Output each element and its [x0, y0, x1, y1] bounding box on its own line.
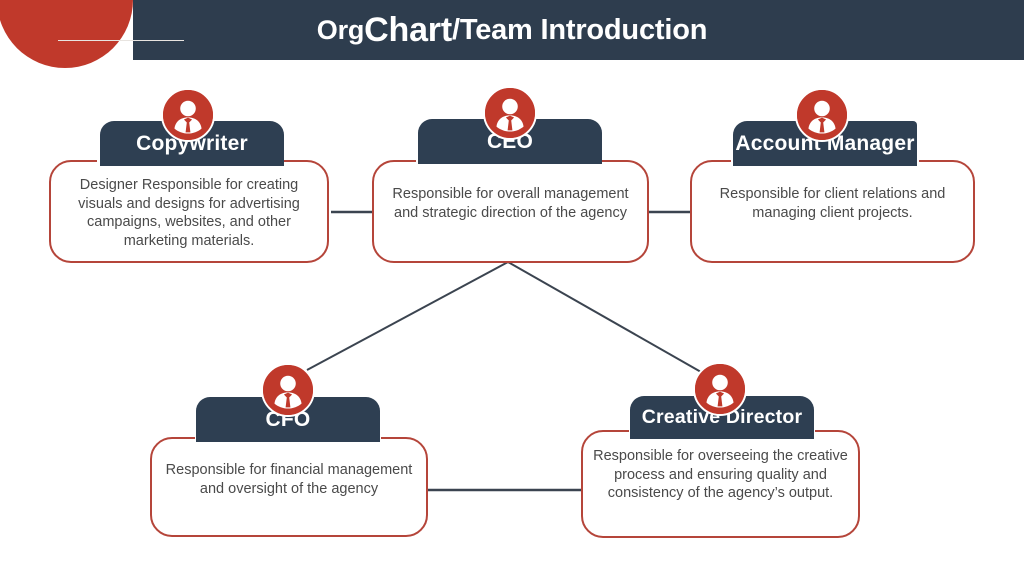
person-avatar-icon	[483, 86, 537, 140]
person-avatar-icon	[161, 88, 215, 142]
connector-ceo-cfo	[306, 261, 509, 371]
card-body	[49, 160, 329, 263]
page-title: Org Chart/Team Introduction	[0, 0, 1024, 60]
header-bar	[133, 0, 1024, 60]
org-node-description: Responsible for overseeing the creative …	[593, 448, 848, 502]
connector-ceo-creative-director	[507, 261, 702, 373]
page-title-suffix: /Team Introduction	[451, 13, 708, 46]
person-avatar-icon	[795, 88, 849, 142]
org-node-description: Responsible for overall management and s…	[392, 186, 629, 221]
card-body	[150, 437, 428, 537]
org-node-creative-director[interactable]: Responsible for overseeing the creative …	[581, 427, 860, 538]
page-title-emphasis: Chart	[364, 10, 452, 49]
org-node-description: Designer Responsible for creating visual…	[78, 177, 300, 249]
person-avatar-icon	[261, 363, 315, 417]
card-body	[581, 430, 860, 538]
page-title-prefix: Org	[316, 14, 365, 45]
org-node-account-manager[interactable]: Responsible for client relations and man…	[690, 157, 975, 263]
org-node-copywriter[interactable]: Designer Responsible for creating visual…	[49, 157, 329, 263]
org-node-description: Responsible for client relations and man…	[719, 186, 946, 221]
org-node-ceo[interactable]: Responsible for overall management and s…	[372, 157, 649, 263]
header-divider-line	[58, 40, 184, 41]
org-node-title-copywriter: Copywriter	[100, 121, 284, 166]
org-node-cfo[interactable]: Responsible for financial management and…	[150, 434, 428, 537]
org-node-title-cfo: CFO	[196, 397, 380, 442]
person-avatar-icon	[693, 362, 747, 416]
card-body	[372, 160, 649, 263]
org-node-description: Responsible for financial management and…	[165, 462, 413, 497]
